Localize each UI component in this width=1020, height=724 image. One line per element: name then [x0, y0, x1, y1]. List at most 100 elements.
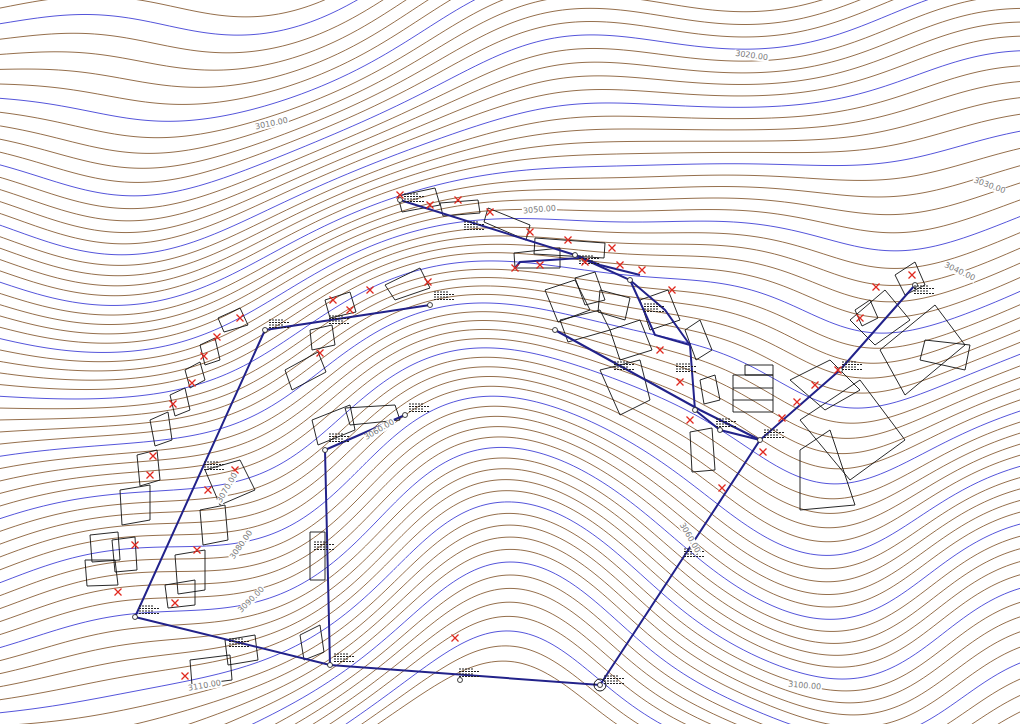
building-outline [598, 290, 630, 320]
building-outline [200, 505, 228, 545]
survey-point [857, 315, 864, 322]
contour-line [0, 244, 1020, 724]
contour-line [212, 588, 1020, 724]
building-outline [90, 532, 120, 562]
survey-point [639, 267, 646, 274]
survey-point [669, 287, 676, 294]
contour-line [0, 469, 1020, 724]
building-outline [733, 388, 773, 389]
junction-annotation [334, 654, 354, 662]
survey-point [455, 197, 462, 204]
contour-line [0, 110, 1020, 724]
elevation-label: 3010.00 [254, 116, 290, 131]
building-outline [610, 320, 652, 360]
building-outline [685, 320, 712, 360]
contour-line [0, 126, 1020, 724]
junction-annotation [314, 542, 334, 550]
survey-point [115, 589, 122, 596]
elevation-label: 3050.00 [522, 204, 558, 215]
survey-point [427, 202, 434, 209]
elevation-label: 3070.00 [216, 471, 240, 505]
contour-line [0, 458, 1020, 724]
contour-line [294, 646, 1020, 724]
building-outline [218, 308, 248, 332]
junction [718, 428, 723, 433]
survey-marks [115, 192, 916, 680]
junction-annotation [842, 362, 862, 370]
contour-line [0, 261, 1020, 724]
contour-line [0, 172, 1020, 724]
elevation-label: 3110.00 [187, 679, 223, 693]
junction-annotation [229, 639, 249, 647]
building-outline [85, 560, 118, 586]
elevation-label: 3080.00 [229, 528, 256, 561]
contour-line [0, 321, 1020, 724]
contour-line [0, 312, 1020, 724]
survey-point [367, 287, 374, 294]
junction [398, 198, 403, 203]
building-outline [733, 400, 773, 401]
contour-line [276, 631, 1020, 724]
survey-point [201, 353, 208, 360]
contour-line [0, 437, 1020, 724]
junction-annotation [614, 362, 634, 370]
building-outline [175, 550, 205, 594]
building-outline [790, 360, 860, 410]
building-outline [700, 375, 720, 404]
building-outline [300, 625, 324, 660]
junction-annotation [604, 676, 624, 684]
junction [913, 283, 918, 288]
contour-line [0, 513, 1020, 724]
survey-point [182, 673, 189, 680]
junction-annotation [716, 419, 736, 427]
contour-line [0, 367, 1020, 724]
survey-point [194, 547, 201, 554]
contour-line [0, 65, 1020, 724]
survey-point [687, 417, 694, 424]
elevation-label: 3020.00 [734, 50, 770, 63]
contour-line [0, 8, 1020, 724]
survey-point [760, 449, 767, 456]
building-outline [170, 388, 190, 416]
contour-line [0, 348, 1020, 724]
contour-line [0, 22, 1020, 724]
contour-line [0, 278, 1020, 724]
elevation-label: 3060.00 [363, 418, 397, 442]
elevation-label: 3040.00 [942, 261, 977, 283]
survey-point [779, 415, 786, 422]
building-outline [200, 338, 220, 365]
junction [323, 448, 328, 453]
contour-line [0, 376, 1020, 724]
survey-point [527, 229, 534, 236]
water-pipe [135, 305, 430, 617]
contour-line [0, 269, 1020, 724]
contour-line [0, 217, 1020, 724]
survey-point [317, 350, 324, 357]
contour-line [0, 202, 1020, 724]
building-outline [205, 460, 255, 505]
elevation-label: 3090.00 [237, 585, 267, 615]
contour-line [0, 95, 1020, 724]
contour-line [0, 447, 1020, 724]
junction [428, 303, 433, 308]
building-outline [800, 380, 905, 480]
junction [573, 253, 578, 258]
junction-annotation [914, 286, 934, 294]
building-outline [920, 340, 970, 370]
survey-point [609, 245, 616, 252]
water-pipe [555, 330, 760, 440]
survey-point [909, 272, 916, 279]
building-outline [514, 248, 560, 268]
junction-annotation [329, 434, 349, 442]
contour-line [0, 141, 1020, 724]
survey-point [172, 600, 179, 607]
building-outline [150, 412, 172, 446]
water-pipe [575, 255, 640, 275]
survey-point [214, 334, 221, 341]
building-outline [690, 428, 715, 472]
